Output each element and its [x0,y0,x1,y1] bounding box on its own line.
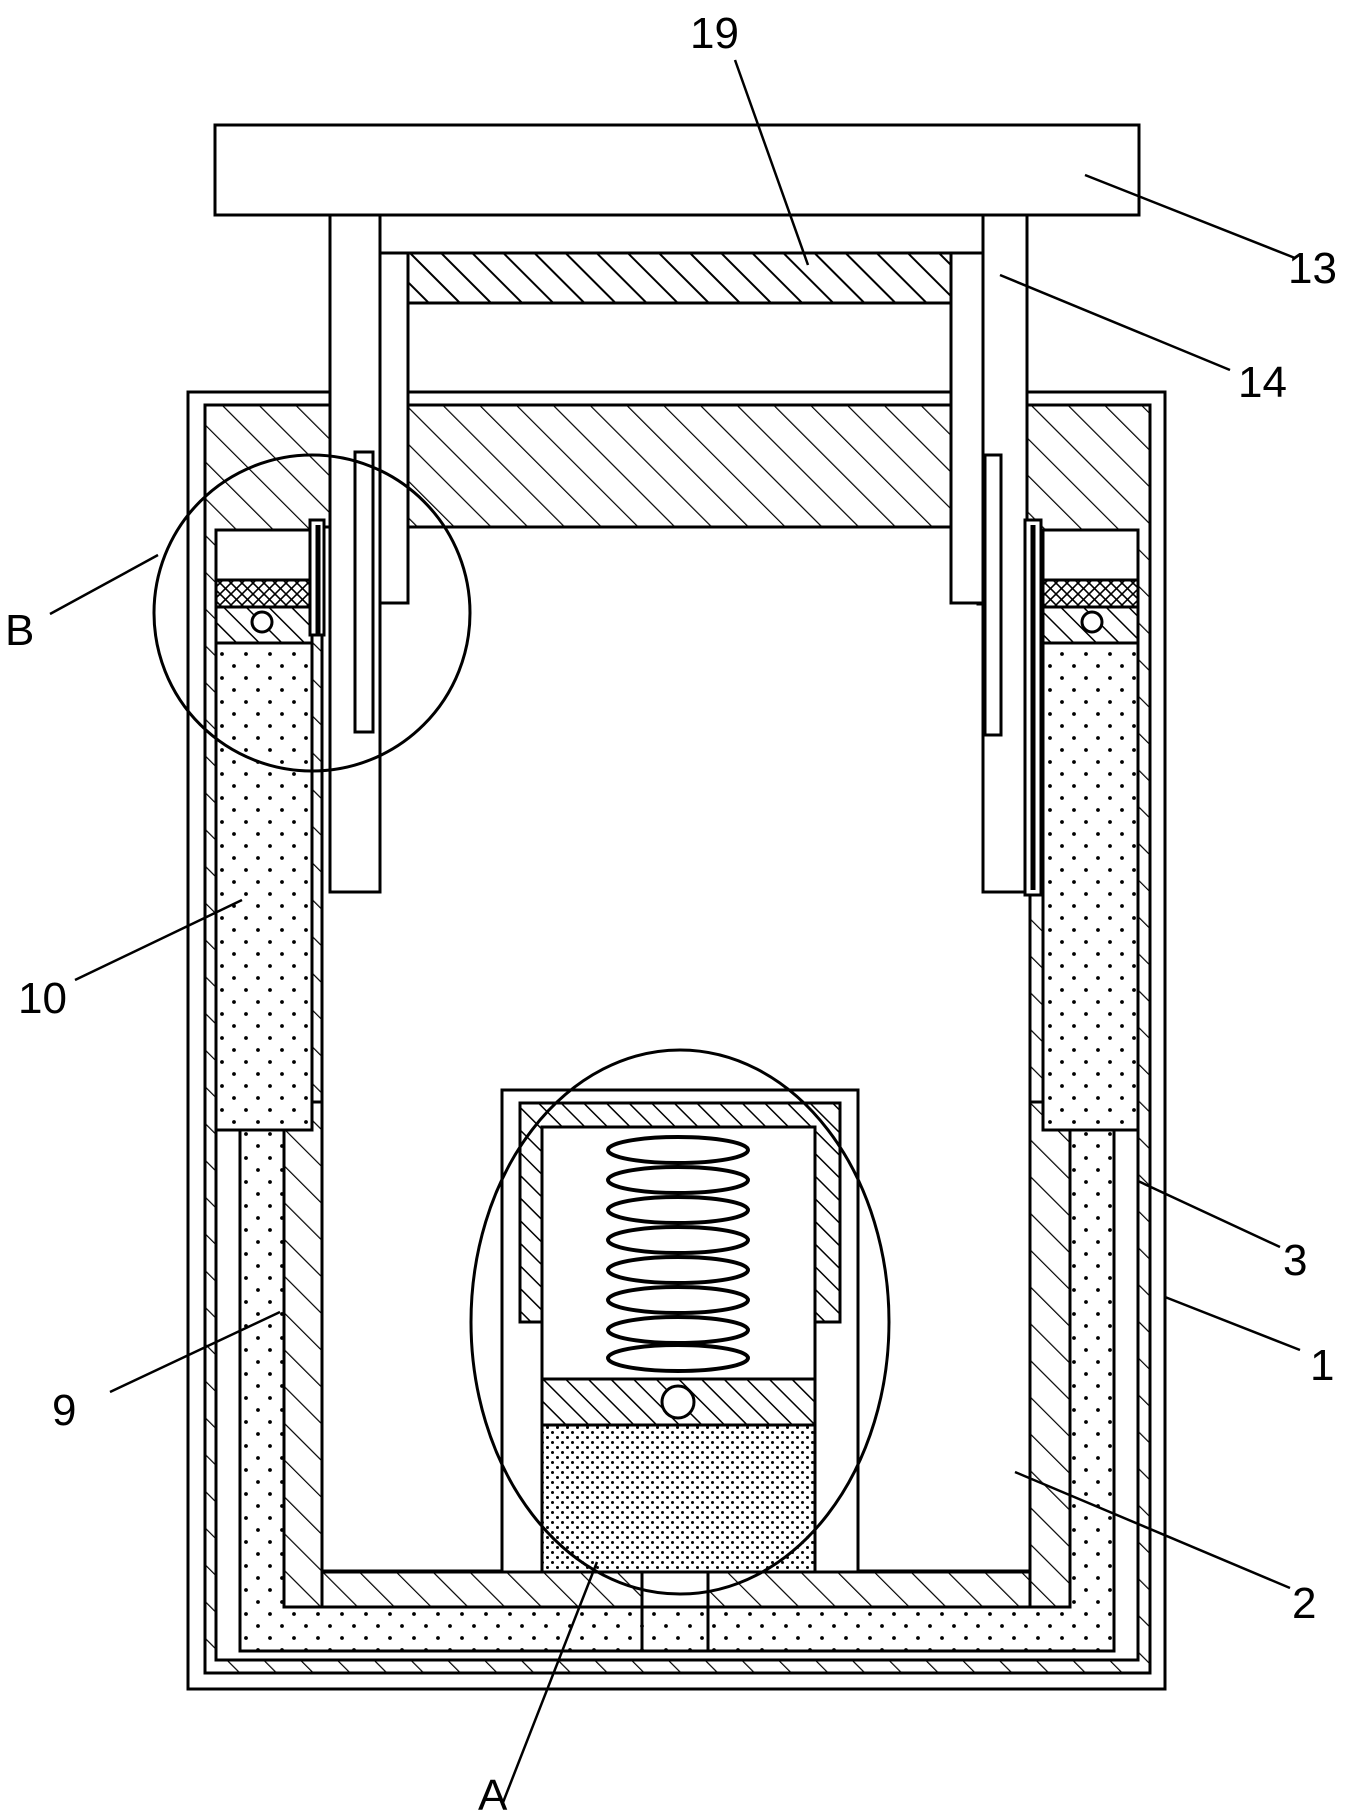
central-piston-ball [660,1384,696,1420]
central-fluid [540,1423,817,1574]
bottom-liner-left [320,1570,644,1609]
channel-connector [640,1605,710,1653]
detail-b-circle [152,453,472,773]
right-seal [1041,578,1140,609]
bottom-liner-right [706,1570,1032,1609]
label-14: 14 [1238,358,1287,407]
left-seal [214,578,314,609]
label-3: 3 [1283,1236,1307,1285]
upper-bar [406,251,953,305]
label-19: 19 [690,9,739,58]
bottom-channel-gap [640,1570,710,1609]
right-inner-rod [949,251,985,605]
left-inner-rod [378,251,410,605]
label-9: 9 [52,1386,76,1435]
leader-lines [49,59,1301,1806]
left-piston-ball [250,610,274,634]
label-2: 2 [1292,1579,1316,1628]
detail-a-circle [469,1048,891,1596]
right-outer-rod [981,213,1029,894]
label-13: 13 [1288,244,1337,293]
right-reservoir [1041,641,1140,1132]
top-lid [406,403,953,529]
label-10: 10 [18,974,67,1023]
label-b: B [5,606,34,655]
left-reservoir [214,641,314,1132]
right-rod-guide [983,453,1003,737]
spring-coil [606,1135,750,1373]
left-rod-guide [353,450,375,734]
label-1: 1 [1310,1341,1334,1390]
right-piston-ball [1080,610,1104,634]
label-a: A [478,1771,508,1813]
top-plate [213,123,1141,217]
